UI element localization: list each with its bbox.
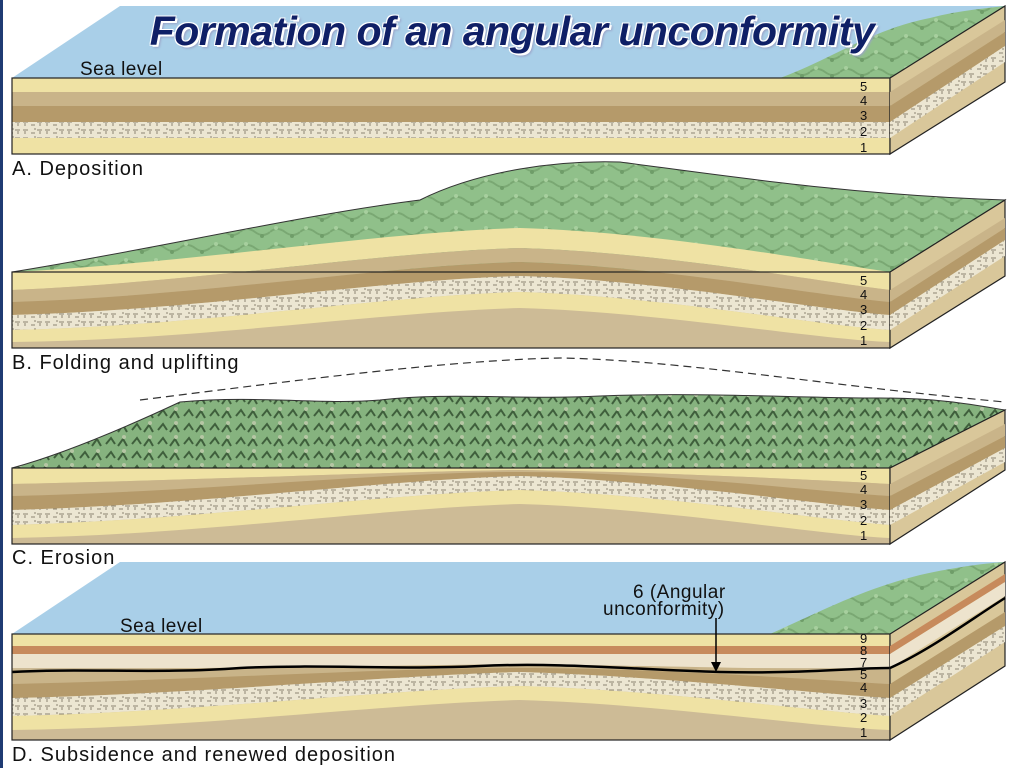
panel-d-sea [12, 562, 1005, 634]
panel-b-land [11, 161, 1007, 273]
panel-c-eroded-land [11, 394, 1007, 469]
svg-text:3: 3 [860, 497, 867, 512]
svg-text:2: 2 [860, 513, 867, 528]
panel-a: Sea level 5 4 3 2 1 A. Deposition [11, 4, 1006, 180]
svg-text:7: 7 [860, 655, 867, 670]
panel-d-layer-7 [12, 654, 890, 668]
panel-d-layer-8 [12, 646, 890, 654]
panel-d-caption: D. Subsidence and renewed deposition [12, 744, 396, 766]
panel-d-layer-9 [12, 634, 890, 646]
svg-text:2: 2 [860, 124, 867, 139]
panel-a-sea-level-label: Sea level [80, 59, 163, 80]
svg-text:1: 1 [860, 140, 867, 155]
svg-text:1: 1 [860, 528, 867, 543]
svg-text:5: 5 [860, 79, 867, 94]
svg-text:2: 2 [860, 710, 867, 725]
panel-c-former-surface [139, 357, 1006, 403]
svg-text:9: 9 [860, 631, 867, 646]
panel-d-layer-numbers: 9 8 7 5 4 3 2 1 [860, 631, 867, 740]
panel-d-unconformity-line [11, 663, 891, 674]
svg-text:5: 5 [860, 667, 867, 682]
panel-d-coast [770, 562, 1005, 634]
slide-left-border [0, 0, 3, 768]
panel-a-layer-2 [12, 122, 890, 138]
svg-text:3: 3 [860, 696, 867, 711]
panel-c-layer-numbers: 5 4 3 2 1 [860, 468, 867, 543]
panel-a-caption: A. Deposition [12, 158, 144, 180]
svg-text:3: 3 [860, 302, 867, 317]
panel-c: 5 4 3 2 1 C. Erosion [11, 357, 1007, 569]
panel-a-layer-4 [12, 92, 890, 106]
panel-b-caption: B. Folding and uplifting [12, 352, 239, 374]
panel-a-coast [780, 6, 1005, 78]
panel-d-sea-level-label: Sea level [120, 616, 203, 637]
svg-text:4: 4 [860, 93, 867, 108]
panel-c-caption: C. Erosion [12, 547, 115, 569]
panel-a-sea [12, 6, 1005, 78]
panel-a-layer-5 [12, 78, 890, 92]
svg-text:5: 5 [860, 273, 867, 288]
unconformity-label-line1: 6 (Angular [633, 582, 726, 603]
panel-a-layer-1 [12, 138, 890, 154]
svg-text:8: 8 [860, 643, 867, 658]
svg-text:5: 5 [860, 468, 867, 483]
svg-text:4: 4 [860, 482, 867, 497]
panel-b-layer-numbers: 5 4 3 2 1 [860, 273, 867, 348]
svg-text:4: 4 [860, 287, 867, 302]
panel-d: 6 (Angular unconformity) Sea level 9 8 7… [11, 560, 1006, 766]
panel-a-layer-numbers: 5 4 3 2 1 [860, 79, 867, 155]
unconformity-label-line2: unconformity) [603, 599, 725, 620]
panel-a-layer-3 [12, 106, 890, 122]
slide-title: Formation of an angular unconformity [149, 8, 875, 54]
svg-text:3: 3 [860, 108, 867, 123]
panel-b: 5 4 3 2 1 B. Folding and uplifting [11, 161, 1007, 374]
svg-text:4: 4 [860, 680, 867, 695]
svg-text:1: 1 [860, 333, 867, 348]
svg-text:2: 2 [860, 318, 867, 333]
svg-text:1: 1 [860, 725, 867, 740]
